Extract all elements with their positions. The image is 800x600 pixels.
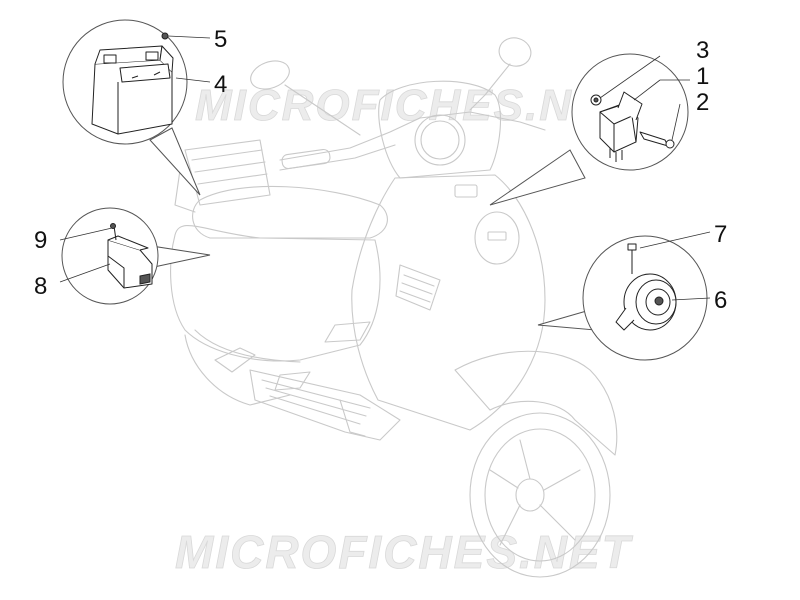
leader-7 (639, 231, 711, 249)
side-grille-slats (399, 274, 435, 303)
badge (454, 184, 478, 198)
side-vent (324, 321, 371, 343)
callout-number-5: 5 (214, 26, 227, 53)
callout-battery-tail (149, 127, 201, 196)
battery-terminal-left (103, 54, 117, 64)
handlebar (279, 111, 546, 161)
callout-number-3: 3 (696, 37, 709, 64)
rear-body-line (194, 329, 301, 363)
leader-2 (671, 103, 681, 141)
leader-6 (671, 297, 711, 301)
front-wheel (469, 412, 611, 578)
rear-body (170, 225, 381, 362)
callout-horn (537, 231, 711, 361)
callout-control-unit (59, 207, 211, 305)
exhaust-tip (214, 347, 256, 373)
side-grille (395, 264, 441, 311)
left-mirror-stem (284, 84, 361, 136)
leader-8 (59, 263, 111, 283)
callout-number-4: 4 (214, 71, 227, 98)
scooter-outline (170, 37, 618, 578)
rack-stay (174, 169, 196, 213)
control-box-edge (107, 255, 125, 288)
callout-number-2: 2 (696, 89, 709, 116)
battery-cap (161, 32, 169, 40)
watermark-bottom: MICROFICHES.NET (175, 526, 634, 578)
callout-number-7: 7 (714, 221, 727, 248)
leader-4 (175, 77, 211, 83)
control-box-connector (139, 273, 151, 285)
left-grip (281, 148, 331, 170)
horn-grille (487, 231, 507, 241)
battery-terminal-right (145, 51, 159, 61)
control-box-top (107, 235, 149, 251)
control-screw-head (110, 223, 116, 229)
callout-relay (489, 53, 690, 206)
rear-vent (274, 371, 311, 391)
callout-number-8: 8 (34, 273, 47, 300)
rack-bars (191, 149, 268, 185)
seat (192, 185, 388, 239)
left-mirror (250, 60, 290, 90)
horn-center (654, 296, 664, 306)
right-mirror (498, 37, 532, 67)
front-mudguard (454, 350, 618, 456)
floor-strips (261, 379, 371, 425)
horn-bolt-head (627, 243, 637, 251)
callout-number-9: 9 (34, 227, 47, 254)
relay-bolt-head (665, 139, 675, 149)
leader-3 (599, 55, 661, 99)
front-spokes (489, 439, 581, 546)
relay-nut-hole (593, 97, 599, 103)
leader-1-a (633, 79, 661, 101)
front-rim (484, 428, 596, 562)
leader-5 (167, 35, 211, 39)
battery-marks (131, 71, 161, 79)
callout-battery (62, 19, 211, 196)
horn-cover (474, 211, 520, 265)
rear-rack (184, 139, 271, 206)
battery-top-side (159, 45, 174, 73)
front-hub (515, 478, 545, 512)
speedometer (414, 114, 466, 166)
leg-shield (351, 174, 546, 431)
callout-number-1: 1 (696, 63, 709, 90)
relay-bracket (617, 91, 643, 121)
right-mirror-stem (469, 63, 511, 111)
horn-bracket (615, 307, 635, 331)
floorboard (249, 369, 401, 441)
speedometer-inner (420, 120, 460, 160)
callout-number-6: 6 (714, 287, 727, 314)
rear-underside (184, 334, 291, 406)
callout-relay-tail (489, 149, 586, 206)
leader-9 (59, 227, 113, 241)
relay-pins (609, 148, 623, 162)
relay-edges (613, 115, 637, 152)
side-stand (339, 399, 366, 437)
headset (378, 80, 501, 179)
